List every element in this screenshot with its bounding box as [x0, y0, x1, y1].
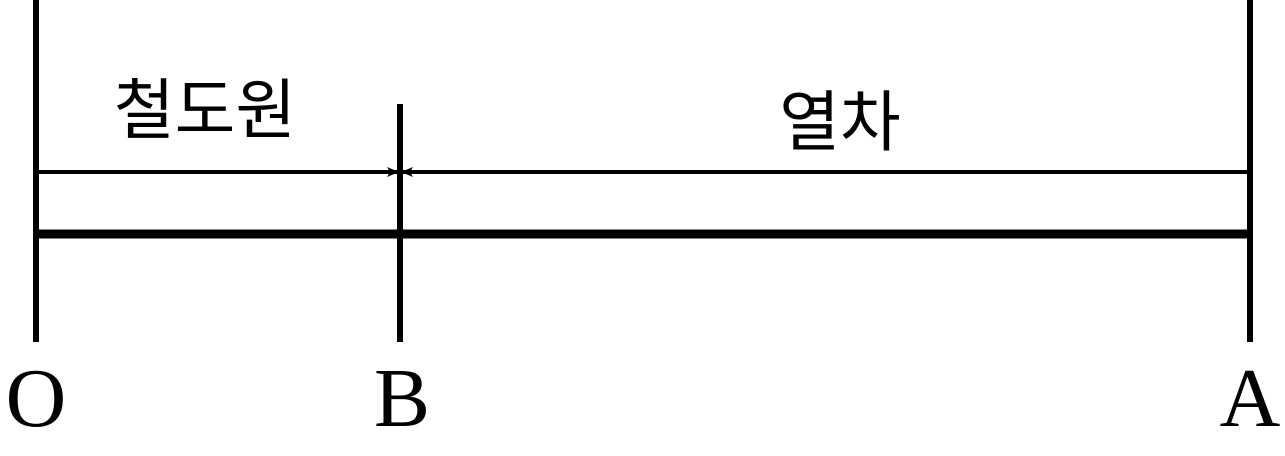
- point-label-a: A: [1220, 352, 1281, 445]
- label-segment-ob: 철도원: [114, 72, 296, 149]
- label-segment-ba: 열차: [779, 84, 900, 161]
- point-label-o: O: [6, 352, 67, 445]
- point-label-b: B: [374, 352, 430, 445]
